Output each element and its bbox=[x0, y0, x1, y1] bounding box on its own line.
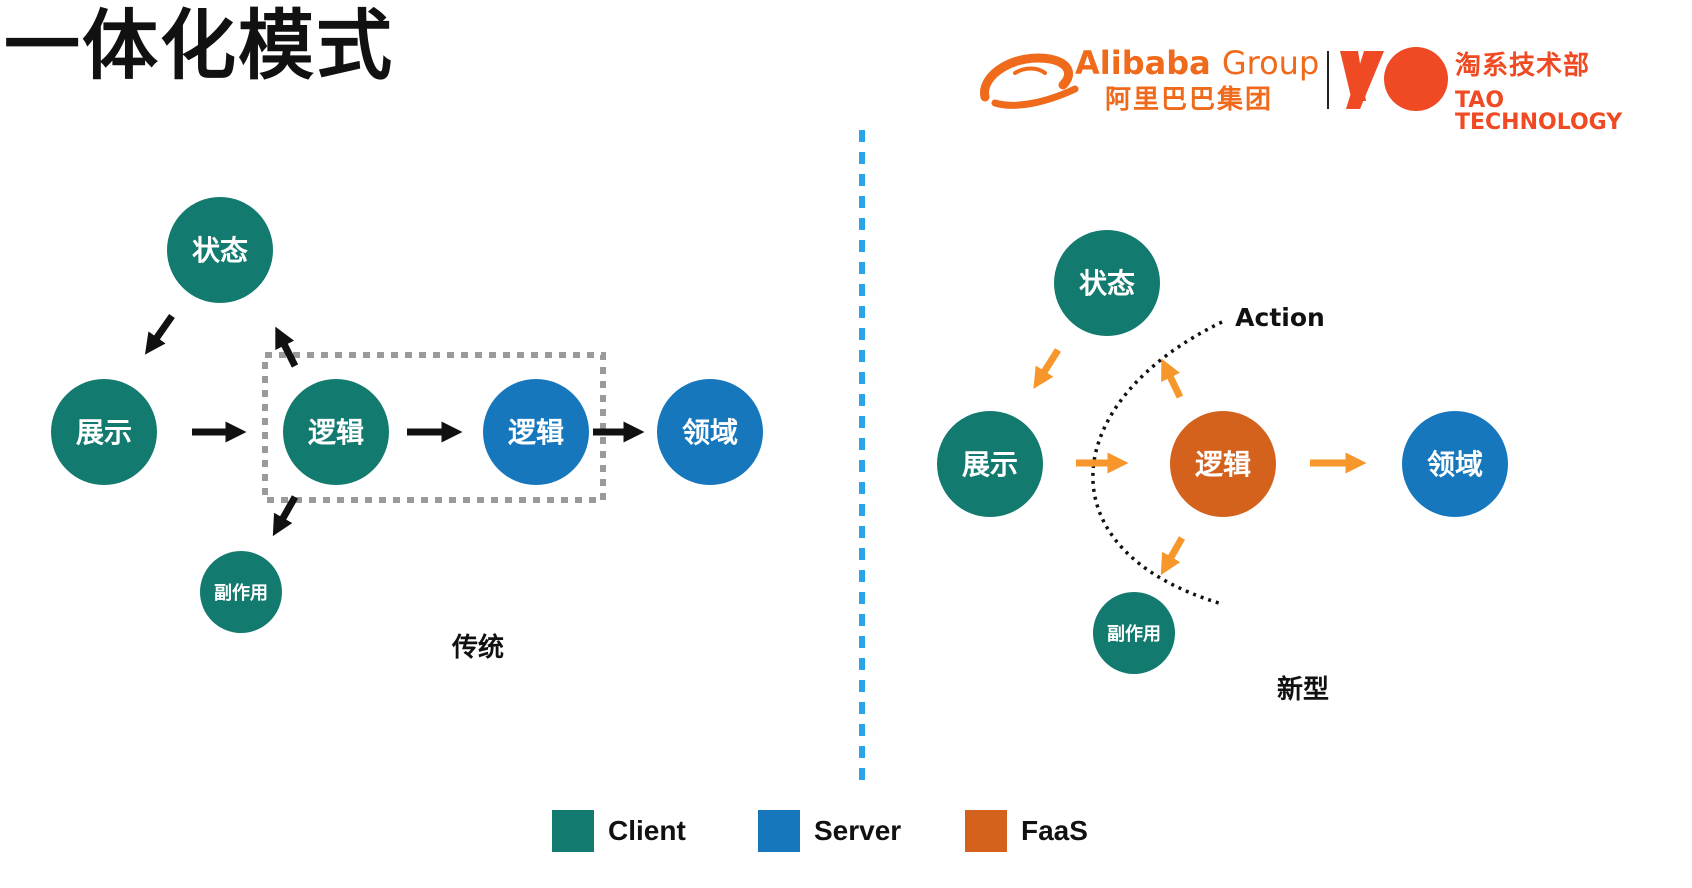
alibaba-group-text: Alibaba Group bbox=[1075, 47, 1319, 79]
logo-area: Alibaba Group 阿里巴巴集团 淘系技术部 TAO TECHNOLOG… bbox=[975, 45, 1675, 135]
left-node-logic-server: 逻辑 bbox=[483, 379, 589, 485]
legend-client-swatch bbox=[552, 810, 594, 852]
left-caption: 传统 bbox=[451, 632, 504, 663]
right-node-side-effect: 副作用 bbox=[1093, 592, 1175, 674]
arrow-logic-to-side-effect bbox=[272, 495, 299, 537]
right-node-display: 展示 bbox=[937, 411, 1043, 517]
left-arrows bbox=[144, 313, 645, 537]
right-arrows bbox=[1033, 348, 1367, 576]
left-domain-label: 领域 bbox=[682, 416, 738, 449]
legend-faas: FaaS bbox=[965, 810, 1088, 852]
right-domain-label: 领域 bbox=[1427, 448, 1483, 481]
tao-logo-icon bbox=[1340, 47, 1448, 111]
right-side-effect-label: 副作用 bbox=[1107, 623, 1161, 645]
left-node-display: 展示 bbox=[51, 379, 157, 485]
legend-server-swatch bbox=[758, 810, 800, 852]
tao-en-text: TAO TECHNOLOGY bbox=[1455, 88, 1623, 135]
alibaba-text: Alibaba bbox=[1075, 44, 1211, 82]
arrow-logic-to-state bbox=[275, 326, 299, 368]
action-boundary-curve bbox=[1091, 320, 1223, 606]
right-display-label: 展示 bbox=[962, 448, 1018, 481]
left-state-label: 状态 bbox=[192, 234, 248, 267]
group-text: Group bbox=[1221, 44, 1320, 82]
left-node-state: 状态 bbox=[167, 197, 273, 303]
action-label: Action bbox=[1235, 303, 1325, 332]
alibaba-logo-icon bbox=[980, 53, 1079, 109]
legend-faas-label: FaaS bbox=[1021, 815, 1088, 846]
left-logic-client-label: 逻辑 bbox=[308, 416, 364, 449]
right-node-state: 状态 bbox=[1054, 230, 1160, 336]
arrow-state-to-display bbox=[144, 313, 175, 355]
alibaba-cn-text: 阿里巴巴集团 bbox=[1105, 85, 1274, 115]
legend-server-label: Server bbox=[814, 815, 902, 846]
page-title: 一体化模式 bbox=[4, 1, 394, 90]
right-logic-faas-label: 逻辑 bbox=[1195, 448, 1251, 481]
logo-separator bbox=[1327, 51, 1329, 109]
left-node-side-effect: 副作用 bbox=[200, 551, 282, 633]
legend-faas-swatch bbox=[965, 810, 1007, 852]
right-caption: 新型 bbox=[1277, 674, 1329, 705]
right-node-logic-faas: 逻辑 bbox=[1170, 411, 1276, 517]
right-node-domain: 领域 bbox=[1402, 411, 1508, 517]
left-logic-server-label: 逻辑 bbox=[508, 416, 564, 449]
legend-server: Server bbox=[758, 810, 901, 852]
arrow-new-state-to-display bbox=[1033, 348, 1061, 389]
logic-group-box bbox=[262, 352, 606, 503]
legend-client-label: Client bbox=[608, 815, 686, 846]
left-display-label: 展示 bbox=[76, 416, 132, 449]
left-node-domain: 领域 bbox=[657, 379, 763, 485]
right-state-label: 状态 bbox=[1079, 267, 1135, 300]
tao-cn-text: 淘系技术部 bbox=[1455, 51, 1591, 81]
left-node-logic-client: 逻辑 bbox=[283, 379, 389, 485]
legend-client: Client bbox=[552, 810, 686, 852]
arrow-new-logic-to-side-effect bbox=[1160, 536, 1186, 576]
left-side-effect-label: 副作用 bbox=[214, 582, 268, 604]
arrow-new-logic-to-state bbox=[1161, 358, 1184, 399]
